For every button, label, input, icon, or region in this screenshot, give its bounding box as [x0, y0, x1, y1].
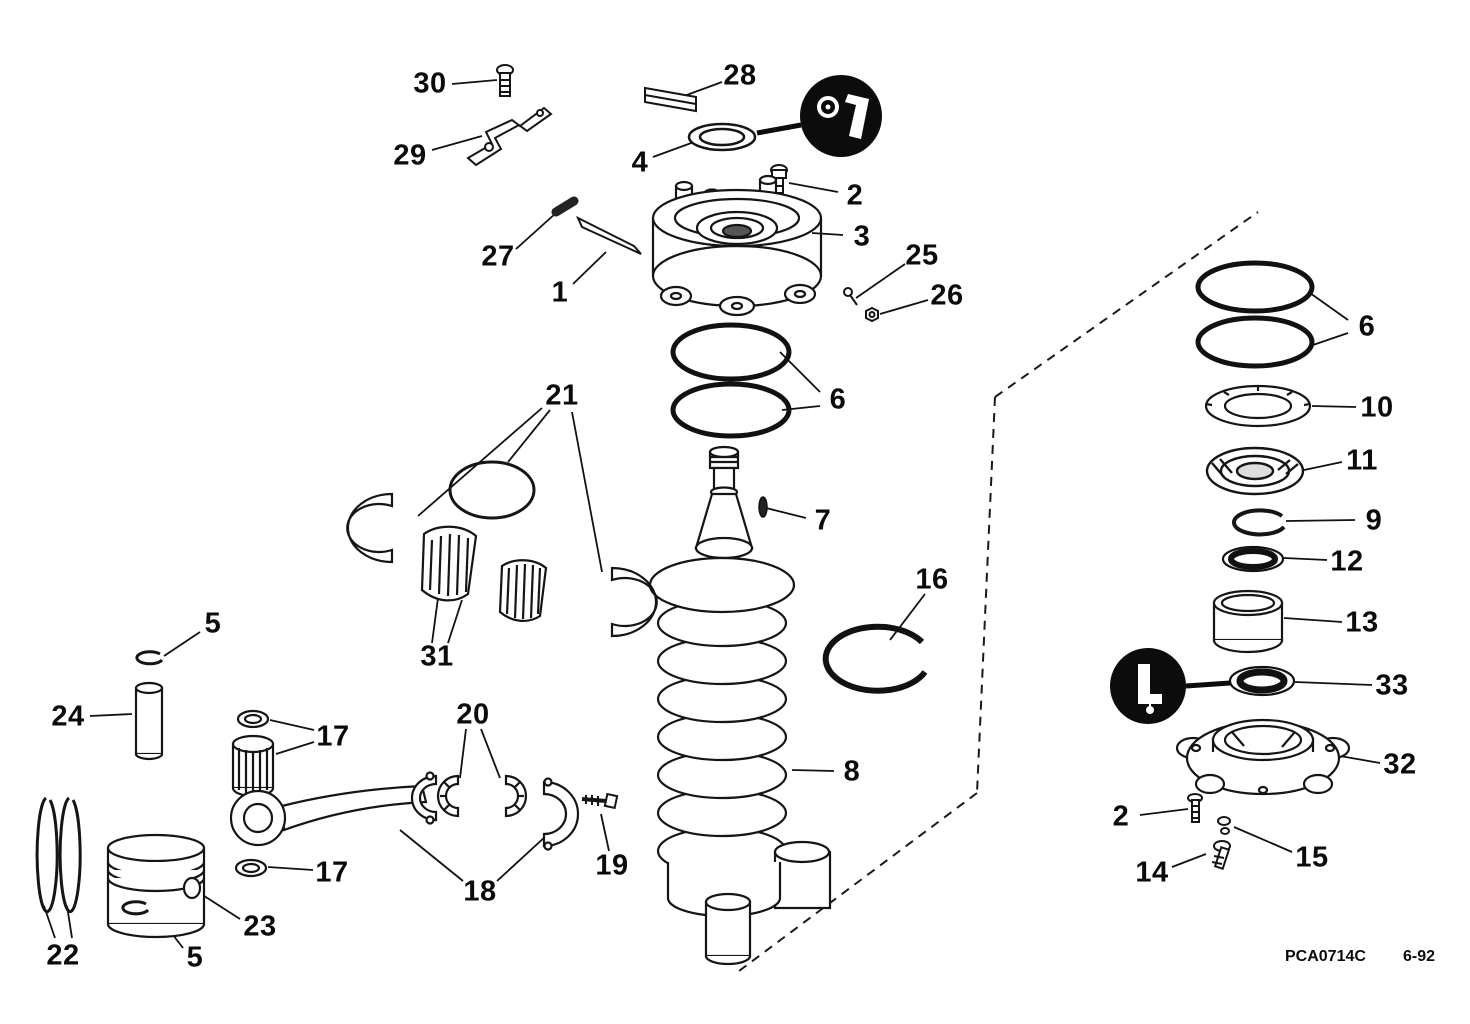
seal-ring-part-4 [687, 122, 757, 152]
callout-27: 27 [481, 240, 515, 273]
callout-2-right: 2 [1112, 800, 1130, 833]
rod-bolt-part-19 [581, 792, 619, 810]
wrist-pin-part-24 [134, 681, 164, 761]
seal-part-12 [1221, 545, 1285, 573]
callout-7: 7 [814, 504, 832, 537]
o-rings-part-6-right [1195, 260, 1315, 369]
piston-rings-part-22 [35, 796, 82, 914]
callout-12: 12 [1330, 545, 1364, 578]
callout-29: 29 [393, 139, 427, 172]
dashed-boundary [738, 211, 1259, 972]
retainer-clip-part-29 [466, 106, 553, 167]
callout-6-center: 6 [829, 383, 847, 416]
callout-15: 15 [1295, 841, 1329, 874]
o-rings-part-6-center [670, 322, 792, 439]
rod-cap-part-18b [542, 777, 580, 851]
rod-bearing-halves-part-20 [436, 774, 528, 818]
crankshaft-part-8 [648, 445, 832, 966]
detail-circle-top [756, 75, 882, 157]
drawing-code: PCA0714C [1285, 948, 1366, 965]
callout-28: 28 [723, 59, 757, 92]
ball-bearing-part-11 [1205, 446, 1305, 496]
callout-22: 22 [46, 939, 80, 972]
callout-13: 13 [1345, 606, 1379, 639]
needle-bearing-sleeve-part-17 [231, 734, 275, 798]
callout-8: 8 [843, 755, 861, 788]
callout-5-lower: 5 [186, 941, 204, 974]
callout-14: 14 [1135, 856, 1169, 889]
callout-18: 18 [463, 875, 497, 908]
date-code: 6-92 [1403, 948, 1436, 965]
bearing-housing-part-32 [1175, 718, 1351, 796]
bracket-part-28 [644, 86, 697, 113]
callout-6-right: 6 [1358, 310, 1376, 343]
callout-4: 4 [631, 146, 649, 179]
screw-part-30 [496, 64, 514, 97]
seal-ring-part-10 [1204, 384, 1312, 428]
callout-33: 33 [1375, 669, 1409, 702]
callout-31: 31 [420, 640, 454, 673]
callout-25: 25 [905, 239, 939, 272]
thrust-washer-part-17-upper [236, 709, 270, 729]
dowel-pin-part-27 [551, 196, 579, 217]
callout-23: 23 [243, 910, 277, 943]
nut-part-26 [865, 306, 879, 323]
callout-11: 11 [1346, 444, 1378, 477]
callout-10: 10 [1360, 391, 1394, 424]
callout-17-lower: 17 [315, 856, 349, 889]
snap-ring-part-5-lower [121, 900, 150, 916]
detail-circle-right [1110, 648, 1231, 724]
callout-17-upper: 17 [316, 720, 350, 753]
key-pin-part-7 [758, 496, 768, 518]
callout-3: 3 [853, 220, 871, 253]
snap-ring-part-5-upper [135, 650, 164, 666]
bolt-part-14 [1211, 840, 1231, 871]
bearing-cages-part-31 [420, 525, 548, 622]
crankcase-head-part-3 [651, 174, 823, 317]
seal-part-33 [1228, 665, 1296, 697]
bearing-shells-part-21 [346, 460, 658, 638]
piston-part-23 [106, 833, 206, 939]
callout-24: 24 [51, 700, 85, 733]
screw-part-25 [843, 287, 858, 306]
snap-ring-part-9 [1232, 508, 1286, 537]
callout-30: 30 [413, 67, 447, 100]
retaining-ring-part-16 [822, 623, 928, 694]
callout-21: 21 [545, 379, 579, 412]
callout-19: 19 [595, 849, 629, 882]
callout-2-top: 2 [846, 179, 864, 212]
callout-1: 1 [551, 276, 569, 309]
rod-part-1 [575, 215, 642, 255]
cup-part-13 [1212, 589, 1284, 654]
screw-part-2-right [1187, 793, 1203, 823]
callout-26: 26 [930, 279, 964, 312]
nut-part-15 [1217, 816, 1231, 835]
callout-20: 20 [456, 698, 490, 731]
callout-16: 16 [915, 563, 949, 596]
callout-5-upper: 5 [204, 607, 222, 640]
callout-32: 32 [1383, 748, 1417, 781]
leader-lines [43, 79, 1381, 949]
thrust-washer-part-17-lower [234, 858, 268, 878]
connecting-rod-part-18 [229, 771, 438, 847]
callout-9: 9 [1365, 504, 1383, 537]
